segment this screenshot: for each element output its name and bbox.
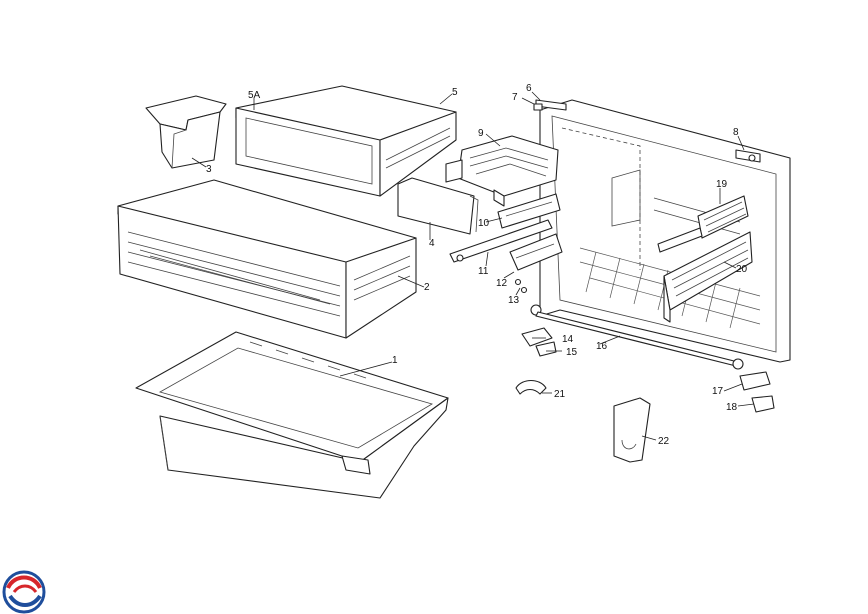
part-11-rail [449,219,553,263]
callout-labels: 1 2 3 4 5 5A 6 7 8 9 10 11 12 13 14 15 1… [206,83,748,447]
callout-10: 10 [478,218,490,229]
callout-14: 14 [562,334,574,345]
callout-15: 15 [566,347,578,358]
callout-22: 22 [658,436,670,447]
part-14-15-wheel-parts [521,304,557,357]
part-22-handle [613,397,651,463]
part-20-shelf-guide [663,231,753,323]
part-4-panel [397,177,479,235]
callout-11: 11 [478,266,489,277]
part-12-13-bracket [509,233,563,294]
part-1-bottom-tray [135,331,449,499]
freezer-cabinet [539,99,791,363]
part-17-18-wheel-parts [739,371,775,413]
part-2-large-drawer [117,179,417,339]
callout-17: 17 [712,386,724,397]
callout-2: 2 [424,282,430,293]
callout-18: 18 [726,402,738,413]
part-6-7-top-rail [533,99,567,111]
part-5-upper-drawer [235,85,457,197]
callout-12: 12 [496,278,508,289]
part-8-hinge [735,149,761,163]
part-21-clip [515,379,547,395]
callout-4: 4 [429,238,435,249]
callout-5: 5 [452,87,458,98]
part-19-shelf-guide [657,195,749,253]
callout-16: 16 [596,341,608,352]
swirl-logo-icon [2,570,46,614]
leader-lines [191,91,755,441]
callout-19: 19 [716,179,728,190]
part-16-rod [535,311,744,370]
callout-3: 3 [206,164,212,175]
part-3-small-bin [145,95,227,169]
callout-13: 13 [508,295,520,306]
callout-21: 21 [554,389,566,400]
callout-6: 6 [526,83,532,94]
callout-9: 9 [478,128,484,139]
part-9-bracket-assembly [445,135,559,207]
callout-8: 8 [733,127,739,138]
callout-7: 7 [512,92,518,103]
callout-1: 1 [392,355,398,366]
callout-20: 20 [736,264,748,275]
part-10-slide [497,193,561,229]
callout-5a: 5A [248,90,261,101]
